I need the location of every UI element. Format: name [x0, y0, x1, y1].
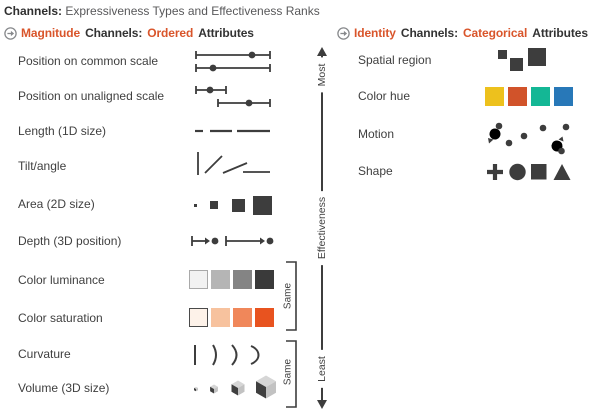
header-word-magnitude: Magnitude	[21, 26, 81, 40]
identity-channels-header: Identity Channels: Categorical Attribute…	[337, 26, 589, 40]
circle-arrow-icon	[337, 26, 350, 40]
magnitude-channels-header: Magnitude Channels: Ordered Attributes	[4, 26, 255, 40]
row-label-position-common: Position on common scale	[18, 54, 159, 68]
row-label-area: Area (2D size)	[18, 197, 95, 211]
luminance-swatch-1	[189, 270, 208, 289]
moving-dots-icon	[488, 122, 570, 155]
axis-label-effectiveness: Effectiveness	[315, 190, 329, 266]
same-bracket-luminance-saturation	[286, 261, 297, 331]
hue-swatch-yellow	[485, 87, 504, 106]
scattered-squares-icon	[498, 48, 546, 71]
squares-increasing-size-icon	[194, 196, 272, 215]
hue-swatch-teal	[531, 87, 550, 106]
saturation-swatch-3	[233, 308, 252, 327]
axis-label-most: Most	[315, 57, 329, 93]
axis-arrow-down-icon	[317, 400, 327, 409]
plus-circle-square-triangle-icon	[487, 163, 571, 181]
effectiveness-axis: Most Effectiveness Least	[313, 47, 331, 409]
row-label-position-unaligned: Position on unaligned scale	[18, 89, 165, 103]
saturation-swatch-2	[211, 308, 230, 327]
luminance-swatch-3	[233, 270, 252, 289]
axis-arrow-up-icon	[317, 47, 327, 56]
arcs-increasing-curvature-icon	[194, 344, 260, 366]
row-label-length: Length (1D size)	[18, 124, 107, 138]
same-label: Same	[282, 280, 294, 312]
hue-swatch-blue	[554, 87, 573, 106]
row-label-curvature: Curvature	[18, 347, 71, 361]
same-bracket-curvature-volume	[286, 340, 297, 408]
luminance-swatch-4	[255, 270, 274, 289]
header-word-attributes: Attributes	[198, 26, 254, 40]
unaligned-dot-scales-icon	[195, 86, 271, 107]
header-word-channels: Channels:	[400, 26, 458, 40]
header-word-identity: Identity	[354, 26, 396, 40]
axis-label-least: Least	[315, 350, 329, 388]
row-label-depth: Depth (3D position)	[18, 234, 122, 248]
title-rest: Expressiveness Types and Effectiveness R…	[65, 4, 320, 18]
row-label-shape: Shape	[358, 164, 393, 178]
arrows-to-dots-icon	[191, 236, 274, 246]
row-label-color-hue: Color hue	[358, 89, 411, 103]
saturation-swatch-1	[189, 308, 208, 327]
dashes-increasing-length-icon	[195, 129, 270, 133]
header-word-categorical: Categorical	[462, 26, 528, 40]
header-word-ordered: Ordered	[147, 26, 194, 40]
circle-arrow-icon	[4, 26, 17, 40]
lines-decreasing-tilt-icon	[197, 152, 270, 175]
row-label-tilt-angle: Tilt/angle	[18, 159, 67, 173]
luminance-swatch-2	[211, 270, 230, 289]
row-label-color-saturation: Color saturation	[18, 311, 103, 325]
title-lead: Channels:	[4, 4, 63, 18]
figure-title: Channels: Expressiveness Types and Effec…	[4, 4, 320, 18]
header-word-attributes: Attributes	[532, 26, 588, 40]
cubes-increasing-size-icon	[194, 375, 276, 399]
header-word-channels: Channels:	[85, 26, 143, 40]
same-label: Same	[282, 356, 294, 388]
row-label-motion: Motion	[358, 127, 395, 141]
saturation-swatch-4	[255, 308, 274, 327]
row-label-volume: Volume (3D size)	[18, 381, 110, 395]
row-label-color-luminance: Color luminance	[18, 273, 105, 287]
hue-swatch-orange	[508, 87, 527, 106]
aligned-dot-scales-icon	[195, 51, 271, 72]
row-label-spatial-region: Spatial region	[358, 53, 432, 67]
